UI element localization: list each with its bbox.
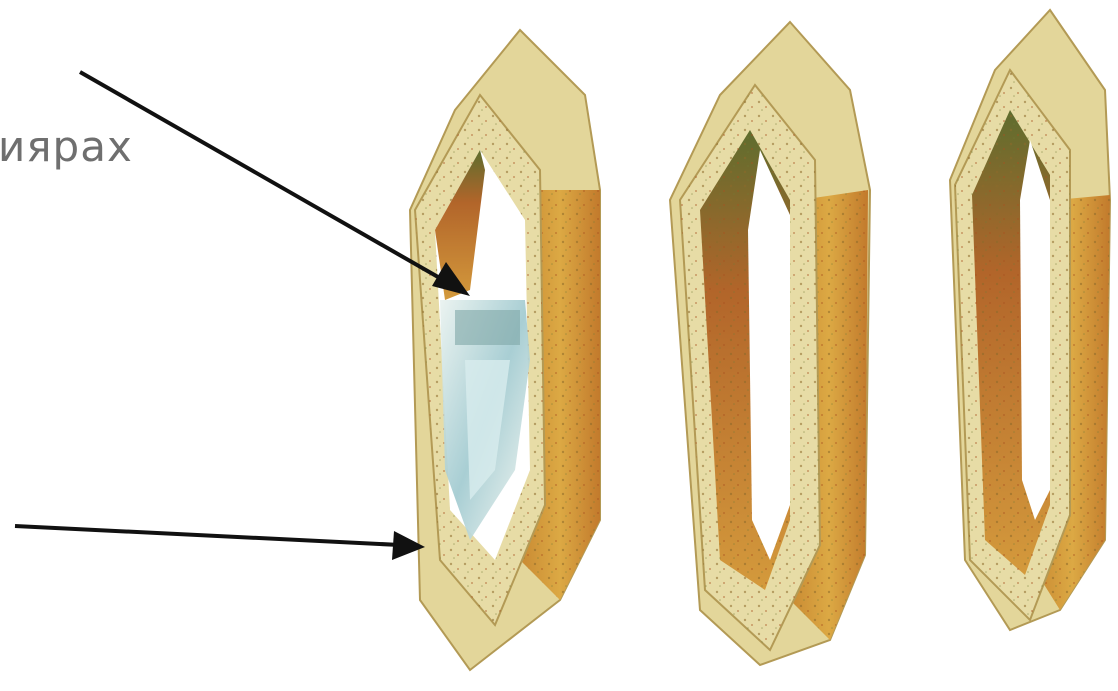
vessel-element-2 [670,22,870,665]
arrow-bottom [15,526,425,560]
vessel-element-3 [950,10,1110,630]
element-3-opening [1020,140,1050,520]
vessel-element-1 [410,30,600,670]
label-top-text: иярах [0,126,133,168]
arrow-top [80,72,470,296]
element-2-opening [748,150,790,560]
